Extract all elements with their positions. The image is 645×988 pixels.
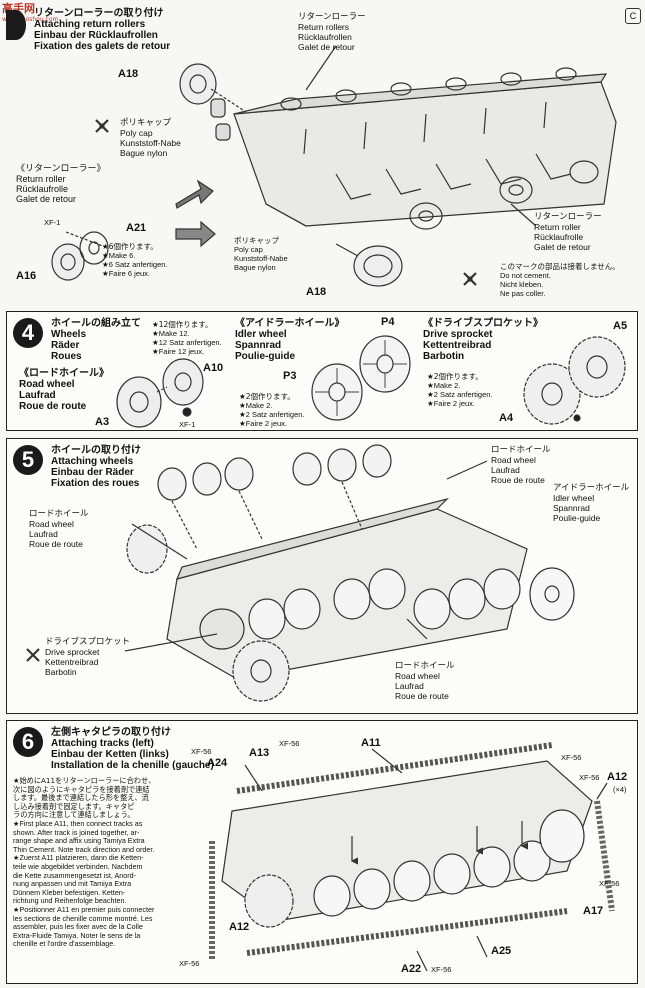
- step-4-illustration: [116, 335, 626, 428]
- sprocket-make2-note: ★2個作ります。 ★Make 2. ★2 Satz anfertigen. ★F…: [427, 372, 493, 408]
- drive-sprocket-subassembly-title: 《ドライブスプロケット》 Drive sprocket Kettentreibr…: [423, 318, 543, 362]
- part-xf56-a: XF-56: [191, 747, 212, 756]
- road-wheel-subassembly-title: 《ロードホイール》 Road wheel Laufrad Roue de rou…: [19, 368, 109, 412]
- part-a18-bottom: A18: [306, 286, 327, 298]
- part-xf56-f: XF-56: [179, 959, 200, 968]
- part-xf1-label-step4: XF-1: [179, 420, 196, 429]
- drive-sprocket-callout: ドライブスプロケット Drive sprocket Kettentreibrad…: [45, 637, 131, 677]
- step-6-number-badge: 6: [13, 727, 43, 757]
- part-xf56-e: XF-56: [599, 879, 620, 888]
- poly-cap-callout-mid: ポリキャップ Poly cap Kunststoff-Nabe Bague ny…: [234, 236, 288, 272]
- part-a10: A10: [203, 362, 224, 374]
- idler-make2-note: ★2個作ります。 ★Make 2. ★2 Satz anfertigen. ★F…: [239, 392, 305, 428]
- step-4-heading: ホイールの組み立て Wheels Räder Roues: [51, 318, 141, 362]
- part-a12-left: A12: [229, 921, 250, 933]
- step-4-panel: 4 ホイールの組み立て Wheels Räder Roues ★12個作ります。…: [6, 311, 638, 431]
- part-a3: A3: [95, 416, 110, 428]
- idler-wheel-callout: アイドラーホイール Idler wheel Spannrad Poulie-gu…: [553, 483, 630, 523]
- return-roller-callout-right: リターンローラー Return roller Rücklaufrolle Gal…: [534, 212, 602, 252]
- return-rollers-callout: リターンローラー Return rollers Rücklaufrollen G…: [298, 12, 366, 52]
- part-xf56-b: XF-56: [279, 739, 300, 748]
- part-a11: A11: [361, 737, 381, 749]
- step-5-illustration: [26, 444, 575, 702]
- part-a24: A24: [207, 757, 228, 769]
- step-5-number-badge: 5: [13, 445, 43, 475]
- step-5-panel: 5 ホイールの取り付け Attaching wheels Einbau der …: [6, 438, 638, 714]
- part-a4: A4: [499, 412, 514, 424]
- part-a22: A22: [401, 963, 422, 975]
- part-xf56-d: XF-56: [579, 773, 600, 782]
- part-a16: A16: [16, 270, 37, 282]
- step-3-illustration: [51, 45, 617, 287]
- do-not-cement-legend: このマークの部品は接着しません。 Do not cement. Nicht kl…: [500, 262, 620, 298]
- step-3-number-badge: [6, 10, 26, 40]
- step-3-panel: リターンローラーの取り付け Attaching return rollers E…: [6, 4, 638, 304]
- make-six-note: ★6個作ります。 ★Make 6. ★6 Satz anfertigen. ★F…: [102, 242, 168, 278]
- part-xf56-g: XF-56: [431, 965, 452, 974]
- part-a25: A25: [491, 945, 512, 957]
- poly-cap-callout-left: ポリキャップ Poly cap Kunststoff-Nabe Bague ny…: [120, 118, 181, 158]
- step-3-heading: リターンローラーの取り付け Attaching return rollers E…: [34, 8, 171, 52]
- part-p3: P3: [283, 370, 297, 382]
- step-6-illustration: [209, 742, 615, 972]
- track-assembly-instructions: ★始めにA11をリターンローラーに合わせ、 次に図のようにキャタピラを接着剤で連…: [13, 776, 156, 949]
- part-a5: A5: [613, 320, 628, 332]
- road-wheel-callout-bottom: ロードホイール Road wheel Laufrad Roue de route: [395, 661, 455, 701]
- part-p4: P4: [381, 316, 395, 328]
- page-corner-marker: C: [625, 8, 641, 24]
- part-xf56-c: XF-56: [561, 753, 582, 762]
- step-5-heading: ホイールの取り付け Attaching wheels Einbau der Rä…: [51, 445, 141, 489]
- road-wheel-callout-left: ロードホイール Road wheel Laufrad Roue de route: [29, 509, 89, 549]
- part-a12-right: A12: [607, 771, 628, 783]
- part-a18-top: A18: [118, 68, 139, 80]
- part-xf1-label: XF-1: [44, 218, 61, 227]
- step-4-number-badge: 4: [13, 318, 43, 348]
- step-6-heading: 左側キャタピラの取り付け Attaching tracks (left) Ein…: [51, 727, 214, 771]
- idler-wheel-subassembly-title: 《アイドラーホイール》 Idler wheel Spannrad Poulie-…: [235, 318, 345, 362]
- road-wheel-callout-right: ロードホイール Road wheel Laufrad Roue de route: [491, 445, 551, 485]
- part-a13: A13: [249, 747, 270, 759]
- part-a12-quantity: (×4): [613, 785, 627, 794]
- step-6-panel: 6 左側キャタピラの取り付け Attaching tracks (left) E…: [6, 720, 638, 984]
- part-a21: A21: [126, 222, 147, 234]
- part-a17: A17: [583, 905, 604, 917]
- return-roller-subassembly-title: 《リターンローラー》 Return roller Rücklaufrolle G…: [16, 164, 106, 204]
- road-wheel-make12-note: ★12個作ります。 ★Make 12. ★12 Satz anfertigen.…: [152, 320, 222, 356]
